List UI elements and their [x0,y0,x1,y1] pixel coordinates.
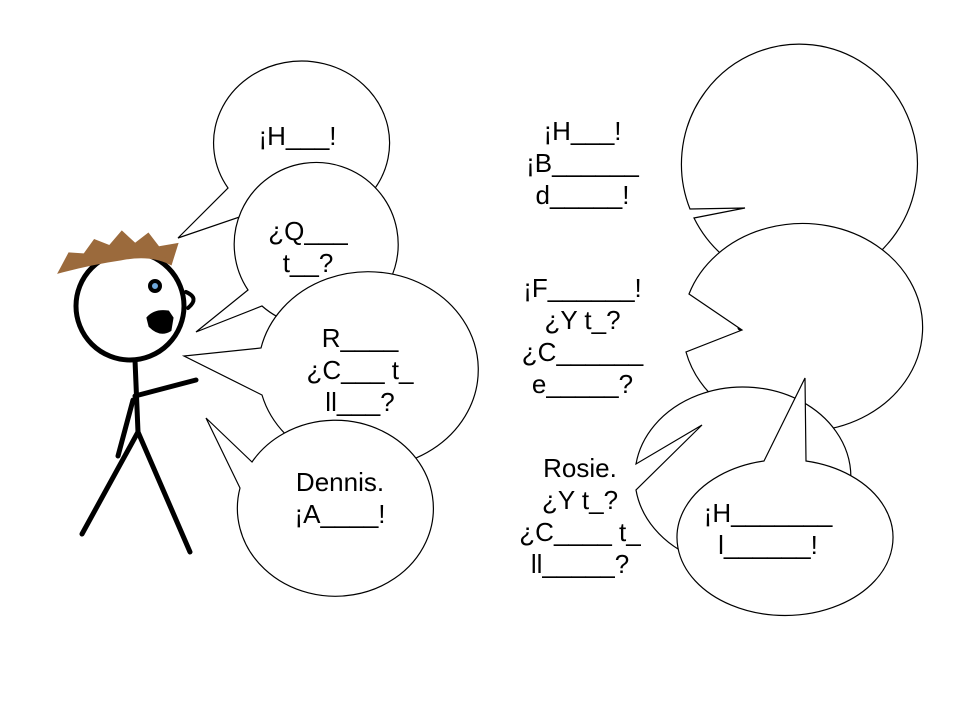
boy-hair [57,230,179,274]
bubble-text-b4: Dennis. ¡A____! [294,467,386,529]
speech-bubble-b4 [205,417,434,597]
boy-head [73,249,187,363]
boy-arm [132,377,199,399]
boy-leg-right [135,429,193,555]
boy-leg-left [79,429,141,537]
boy-arm-left [115,397,136,459]
bubble-text-b2: ¿Q___ t__? [268,216,348,278]
bubble-text-b5: ¡H___! ¡B______ d_____! [526,116,639,210]
boy-eye [148,279,162,293]
bubble-text-b7: Rosie. ¿Y t_? ¿C____ t_ ll_____? [519,453,641,579]
bubble-text-b8: ¡H_______ l______! [703,498,833,560]
boy-figure [57,230,199,555]
bubble-text-b1: ¡H___! [258,121,337,151]
boy-mouth [146,310,174,334]
bubble-text-b6: ¡F______! ¿Y t_? ¿C______ e_____? [521,273,644,399]
bubble-text-b3: R____ ¿C___ t_ ll___? [306,323,414,417]
speech-bubble-b8 [676,377,894,617]
boy-ear [184,290,196,310]
